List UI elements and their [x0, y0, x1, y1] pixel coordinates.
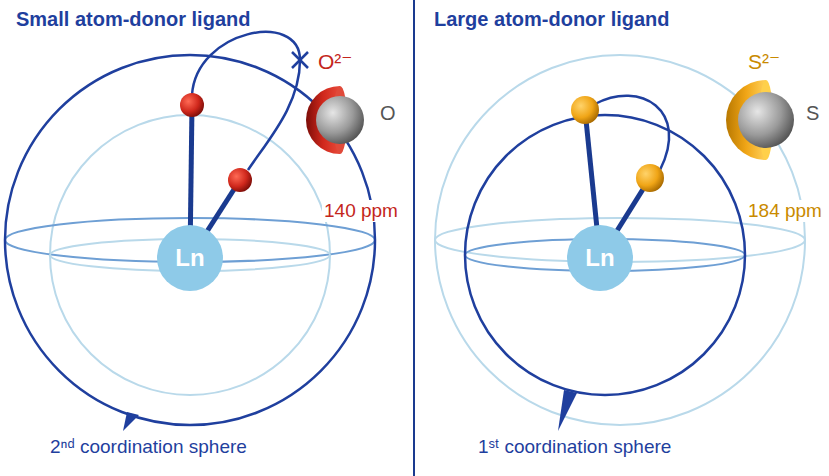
- second-sphere: [5, 55, 375, 425]
- sphere-label: 1ˢᵗ coordination sphere: [478, 436, 671, 458]
- pointer: [558, 390, 577, 431]
- metal-center: Ln: [567, 225, 633, 291]
- atom-core: [316, 96, 364, 144]
- sulfur-atom: [571, 96, 599, 124]
- coordination-sphere-right: [435, 55, 805, 431]
- oxide-size-icon: [306, 86, 364, 154]
- metal-center: Ln: [157, 225, 223, 291]
- panel-divider: [413, 0, 415, 476]
- coordination-sphere-left: [5, 32, 375, 431]
- oxygen-atom: [228, 168, 252, 192]
- radius-value: 140 ppm: [322, 200, 400, 222]
- ion-label: O²⁻: [318, 50, 352, 74]
- cross-mark: [292, 52, 308, 68]
- ion-label: S²⁻: [748, 50, 780, 74]
- atom-label: O: [380, 102, 396, 125]
- cross-mark: [292, 52, 308, 68]
- atom-label: S: [806, 102, 819, 125]
- sphere-label: 2ⁿᵈ coordination sphere: [50, 436, 247, 458]
- second-sphere: [435, 55, 805, 425]
- radius-value: 184 ppm: [746, 200, 824, 222]
- panel-title: Large atom-donor ligand: [434, 8, 670, 31]
- chelate-link: [595, 96, 669, 170]
- first-sphere: [465, 115, 745, 395]
- oxygen-atom: [180, 93, 204, 117]
- panel-title: Small atom-donor ligand: [16, 8, 250, 31]
- atom-core: [738, 92, 794, 148]
- sulfide-size-icon: [726, 80, 794, 160]
- pointer: [123, 412, 139, 431]
- chelate-link: [192, 32, 300, 170]
- node-text: Ln: [175, 244, 204, 272]
- sulfur-atom: [636, 164, 664, 192]
- node-text: Ln: [585, 244, 614, 272]
